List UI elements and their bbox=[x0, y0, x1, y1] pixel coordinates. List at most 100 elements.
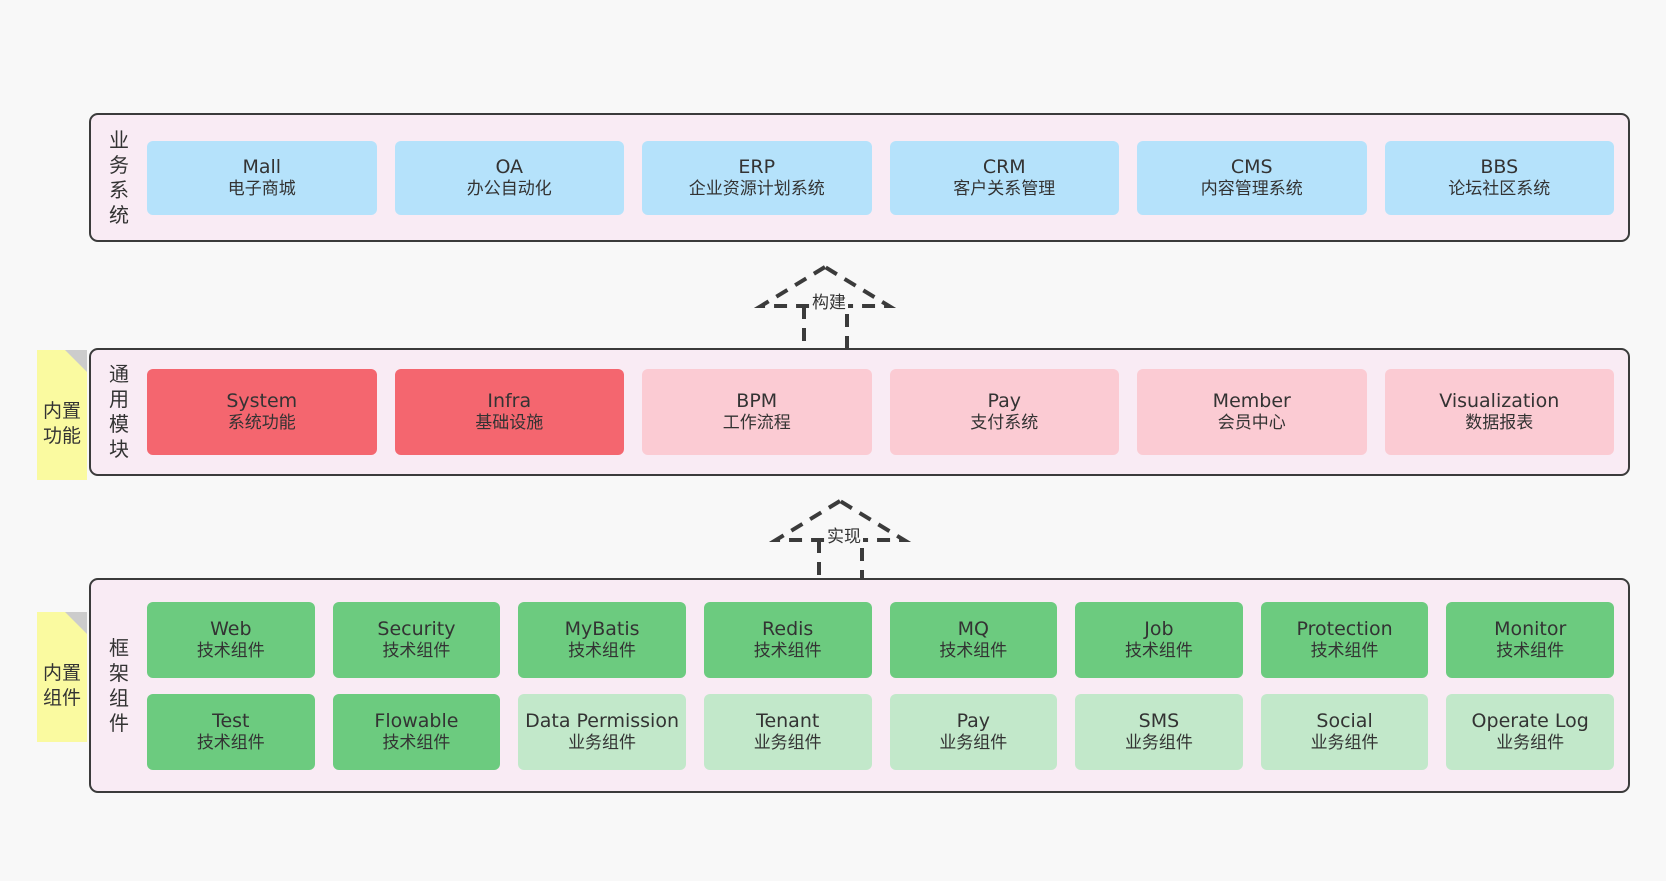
card-title: Infra bbox=[487, 390, 532, 413]
note-builtin-components: 内置组件 bbox=[37, 612, 87, 742]
card-row: Web 技术组件 Security 技术组件 MyBatis 技术组件 Redi… bbox=[147, 601, 1614, 678]
card-subtitle: 电子商城 bbox=[227, 178, 296, 199]
card-system[interactable]: System 系统功能 bbox=[147, 369, 377, 455]
card-pay-component[interactable]: Pay 业务组件 bbox=[889, 693, 1058, 770]
card-infra[interactable]: Infra 基础设施 bbox=[394, 369, 624, 455]
layer-body-framework-components: Web 技术组件 Security 技术组件 MyBatis 技术组件 Redi… bbox=[137, 601, 1618, 770]
card-web[interactable]: Web 技术组件 bbox=[147, 601, 315, 678]
card-subtitle: 业务组件 bbox=[753, 732, 822, 753]
card-title: Operate Log bbox=[1471, 709, 1589, 732]
card-visualization[interactable]: Visualization 数据报表 bbox=[1384, 369, 1614, 455]
card-title: Security bbox=[377, 617, 456, 640]
card-operate-log[interactable]: Operate Log 业务组件 bbox=[1446, 693, 1614, 770]
layer-common-modules: 通用模块 System 系统功能 Infra 基础设施 BPM 工作流程 Pay… bbox=[89, 348, 1630, 476]
card-title: Flowable bbox=[374, 709, 459, 732]
note-builtin-features: 内置功能 bbox=[37, 350, 87, 480]
card-mall[interactable]: Mall 电子商城 bbox=[147, 140, 377, 215]
note-fold-corner-icon bbox=[65, 350, 87, 372]
card-title: Pay bbox=[956, 709, 991, 732]
card-title: Web bbox=[210, 617, 252, 640]
card-bpm[interactable]: BPM 工作流程 bbox=[642, 369, 872, 455]
card-sms[interactable]: SMS 业务组件 bbox=[1075, 693, 1243, 770]
card-subtitle: 业务组件 bbox=[1310, 732, 1379, 753]
card-title: System bbox=[226, 390, 298, 413]
card-redis[interactable]: Redis 技术组件 bbox=[703, 601, 872, 678]
card-monitor[interactable]: Monitor 技术组件 bbox=[1446, 601, 1614, 678]
card-row: System 系统功能 Infra 基础设施 BPM 工作流程 Pay 支付系统… bbox=[147, 369, 1614, 455]
card-title: Redis bbox=[762, 617, 814, 640]
card-mybatis[interactable]: MyBatis 技术组件 bbox=[518, 601, 686, 678]
card-subtitle: 基础设施 bbox=[475, 413, 544, 434]
card-subtitle: 技术组件 bbox=[753, 640, 822, 661]
card-bbs[interactable]: BBS 论坛社区系统 bbox=[1384, 140, 1614, 215]
card-title: Data Permission bbox=[525, 709, 679, 732]
card-subtitle: 客户关系管理 bbox=[953, 178, 1056, 199]
card-title: BPM bbox=[736, 390, 778, 413]
card-social[interactable]: Social 业务组件 bbox=[1260, 693, 1429, 770]
card-title: ERP bbox=[738, 155, 776, 178]
card-test[interactable]: Test 技术组件 bbox=[147, 693, 315, 770]
card-subtitle: 办公自动化 bbox=[466, 178, 552, 199]
layer-title-common-modules: 通用模块 bbox=[109, 362, 129, 461]
card-subtitle: 论坛社区系统 bbox=[1448, 178, 1551, 199]
card-subtitle: 业务组件 bbox=[939, 732, 1008, 753]
connector-build: 构建 bbox=[752, 258, 902, 353]
connector-implement-label: 实现 bbox=[825, 522, 863, 547]
card-pay[interactable]: Pay 支付系统 bbox=[889, 369, 1119, 455]
note-text: 内置功能 bbox=[42, 400, 81, 447]
card-title: Social bbox=[1316, 709, 1373, 732]
layer-body-business-systems: Mall 电子商城 OA 办公自动化 ERP 企业资源计划系统 CRM 客户关系… bbox=[137, 140, 1618, 215]
card-subtitle: 支付系统 bbox=[970, 413, 1039, 434]
card-subtitle: 技术组件 bbox=[1124, 640, 1193, 661]
card-crm[interactable]: CRM 客户关系管理 bbox=[889, 140, 1119, 215]
layer-title-business-systems: 业务系统 bbox=[109, 127, 129, 227]
layer-body-common-modules: System 系统功能 Infra 基础设施 BPM 工作流程 Pay 支付系统… bbox=[137, 369, 1618, 455]
card-title: Monitor bbox=[1494, 617, 1567, 640]
card-member[interactable]: Member 会员中心 bbox=[1137, 369, 1367, 455]
card-subtitle: 业务组件 bbox=[568, 732, 637, 753]
card-title: Visualization bbox=[1439, 390, 1560, 413]
card-security[interactable]: Security 技术组件 bbox=[332, 601, 501, 678]
connector-implement: 实现 bbox=[767, 492, 917, 587]
card-cms[interactable]: CMS 内容管理系统 bbox=[1137, 140, 1367, 215]
card-data-permission[interactable]: Data Permission 业务组件 bbox=[518, 693, 686, 770]
card-subtitle: 技术组件 bbox=[1310, 640, 1379, 661]
card-flowable[interactable]: Flowable 技术组件 bbox=[332, 693, 501, 770]
card-subtitle: 业务组件 bbox=[1496, 732, 1565, 753]
card-subtitle: 技术组件 bbox=[568, 640, 637, 661]
card-mq[interactable]: MQ 技术组件 bbox=[889, 601, 1058, 678]
card-subtitle: 企业资源计划系统 bbox=[688, 178, 825, 199]
card-title: Test bbox=[212, 709, 250, 732]
card-subtitle: 技术组件 bbox=[196, 732, 265, 753]
card-oa[interactable]: OA 办公自动化 bbox=[394, 140, 624, 215]
card-job[interactable]: Job 技术组件 bbox=[1075, 601, 1243, 678]
card-subtitle: 技术组件 bbox=[382, 732, 451, 753]
card-title: MQ bbox=[957, 617, 989, 640]
card-protection[interactable]: Protection 技术组件 bbox=[1260, 601, 1429, 678]
layer-framework-components: 框架组件 Web 技术组件 Security 技术组件 MyBatis 技术组件… bbox=[89, 578, 1630, 793]
card-subtitle: 业务组件 bbox=[1124, 732, 1193, 753]
card-title: CRM bbox=[982, 155, 1026, 178]
note-text: 内置组件 bbox=[42, 662, 81, 709]
card-subtitle: 技术组件 bbox=[196, 640, 265, 661]
card-tenant[interactable]: Tenant 业务组件 bbox=[703, 693, 872, 770]
card-title: BBS bbox=[1480, 155, 1519, 178]
card-title: Tenant bbox=[756, 709, 820, 732]
card-row: Mall 电子商城 OA 办公自动化 ERP 企业资源计划系统 CRM 客户关系… bbox=[147, 140, 1614, 215]
card-subtitle: 技术组件 bbox=[382, 640, 451, 661]
card-subtitle: 会员中心 bbox=[1217, 413, 1286, 434]
card-title: MyBatis bbox=[564, 617, 640, 640]
card-title: OA bbox=[495, 155, 524, 178]
card-title: Protection bbox=[1296, 617, 1393, 640]
card-title: Pay bbox=[987, 390, 1022, 413]
card-title: SMS bbox=[1138, 709, 1180, 732]
card-erp[interactable]: ERP 企业资源计划系统 bbox=[642, 140, 872, 215]
card-title: CMS bbox=[1230, 155, 1273, 178]
card-subtitle: 数据报表 bbox=[1465, 413, 1534, 434]
layer-title-framework-components: 框架组件 bbox=[109, 635, 129, 735]
card-title: Mall bbox=[242, 155, 282, 178]
connector-build-label: 构建 bbox=[810, 288, 848, 313]
card-subtitle: 系统功能 bbox=[227, 413, 296, 434]
card-row: Test 技术组件 Flowable 技术组件 Data Permission … bbox=[147, 693, 1614, 770]
